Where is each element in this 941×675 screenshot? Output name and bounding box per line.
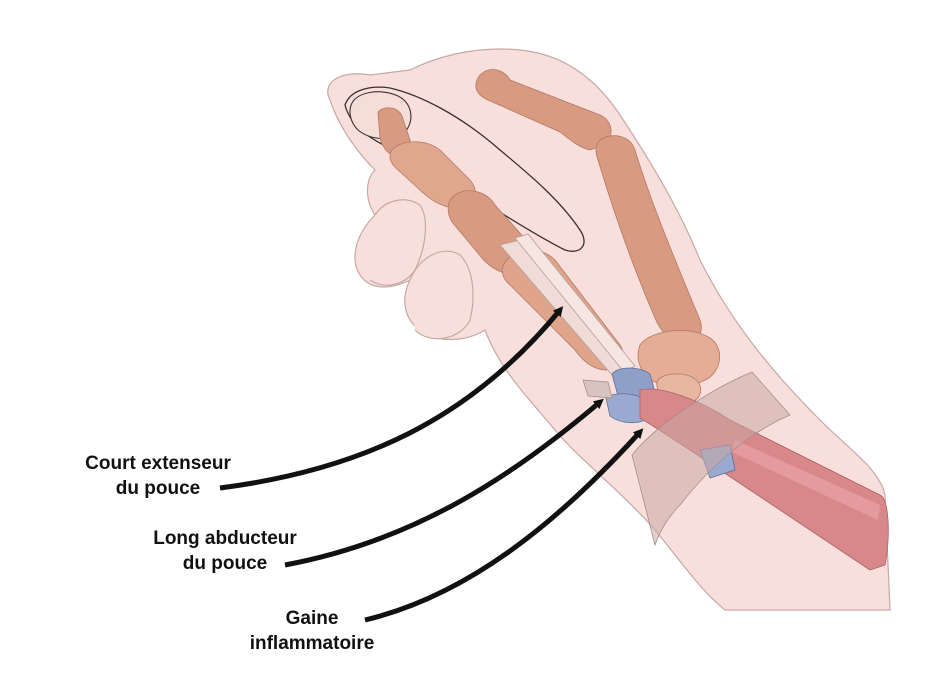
- label-long-abducteur-line2: du pouce: [120, 551, 330, 576]
- finger-fold-2: [410, 251, 473, 339]
- label-court-extenseur: Court extenseur du pouce: [58, 451, 258, 501]
- label-long-abducteur: Long abducteur du pouce: [120, 526, 330, 576]
- label-gaine-line2: inflammatoire: [222, 631, 402, 656]
- label-gaine-inflammatoire: Gaine inflammatoire: [222, 606, 402, 656]
- label-long-abducteur-line1: Long abducteur: [120, 526, 330, 551]
- label-court-extenseur-line2: du pouce: [58, 476, 258, 501]
- label-court-extenseur-line1: Court extenseur: [58, 451, 258, 476]
- label-gaine-line1: Gaine: [222, 606, 402, 631]
